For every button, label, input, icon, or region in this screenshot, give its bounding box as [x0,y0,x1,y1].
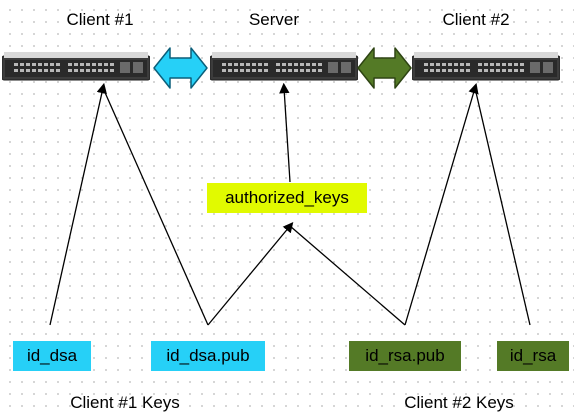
line-id-dsa-to-client1 [50,88,103,325]
line-id-rsa-to-client2 [475,88,530,325]
authorized-keys-tag: authorized_keys [207,183,367,213]
line-id-dsa-pub-to-authorized-keys [208,226,290,325]
id-dsa-tag: id_dsa [13,341,91,371]
client2-switch [412,52,560,84]
id-rsa-pub-tag: id_rsa.pub [349,341,461,371]
id-rsa-tag: id_rsa [497,341,569,371]
client1-keys-caption: Client #1 Keys [50,393,200,413]
client1-switch [2,52,150,84]
line-id-dsa-pub-to-client1 [103,88,208,325]
id-dsa-pub-tag: id_dsa.pub [151,341,265,371]
server-label: Server [214,10,334,30]
client2-keys-caption: Client #2 Keys [384,393,534,413]
server-switch [210,52,358,84]
line-id-rsa-pub-to-authorized-keys [290,226,405,325]
client1-label: Client #1 [40,10,160,30]
line-authorized-keys-to-server [284,88,290,182]
line-id-rsa-pub-to-client2 [405,88,475,325]
client2-label: Client #2 [416,10,536,30]
